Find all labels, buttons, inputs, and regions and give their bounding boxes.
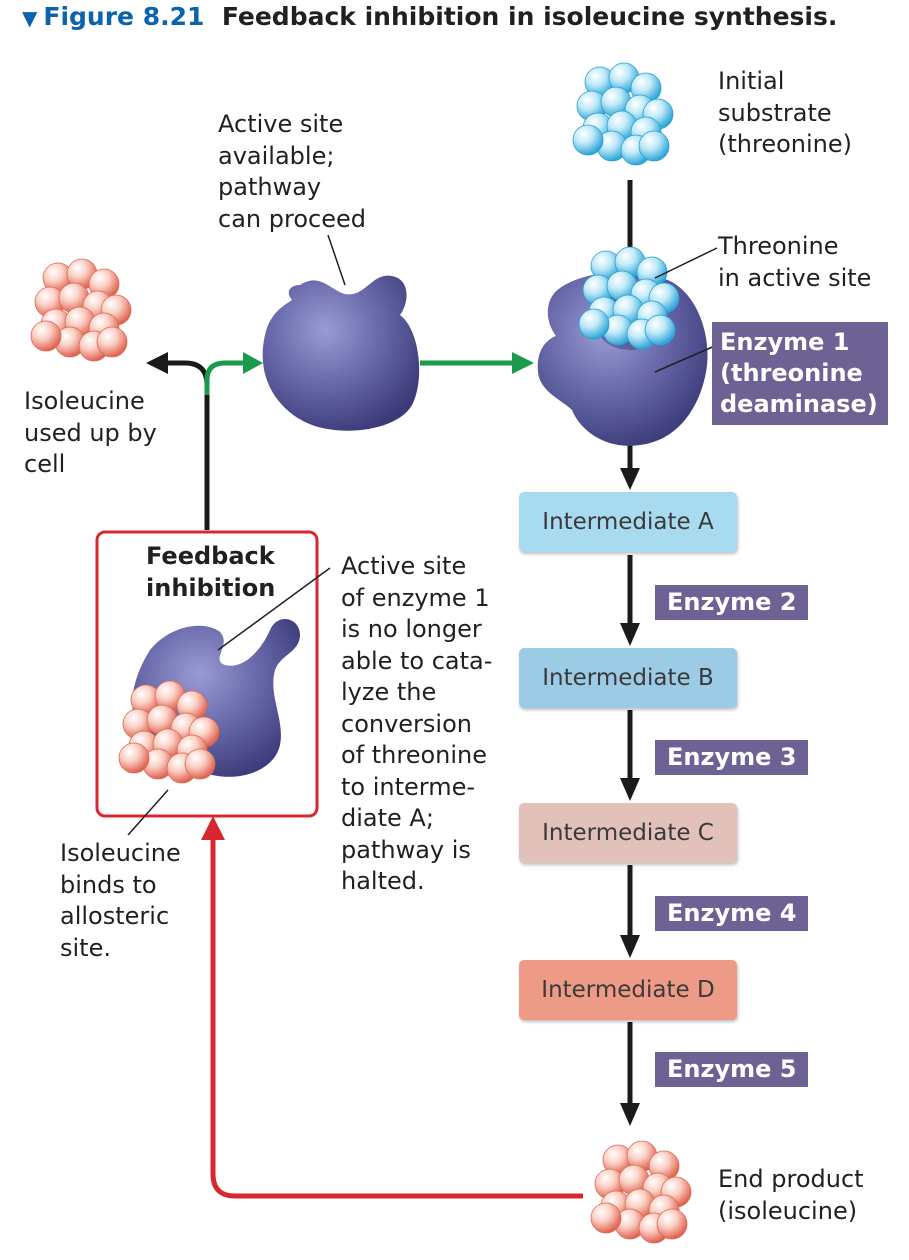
intermediate-d: Intermediate D (519, 960, 737, 1020)
isoleucine-used-label: Isoleucine used up by cell (24, 387, 157, 478)
enzyme-1-label: Enzyme 1 (threonine deaminase) (712, 322, 888, 425)
leader-lines (127, 234, 718, 836)
isoleucine-allosteric (118, 680, 220, 784)
enzyme-3-label: Enzyme 3 (655, 740, 809, 775)
atom-sphere (572, 124, 604, 156)
active-site-available-label: Active site available; pathway can proce… (218, 110, 366, 233)
threonine-initial (572, 62, 674, 166)
intermediate-b: Intermediate B (519, 648, 737, 708)
atom-sphere (118, 742, 150, 774)
figure-caption: Feedback inhibition in isoleucine synthe… (221, 2, 838, 31)
atom-sphere (30, 320, 62, 352)
figure-marker-icon: ▼ (22, 6, 38, 30)
pathway-arrows (620, 180, 640, 1126)
atom-sphere (96, 326, 128, 358)
isoleucine-end-product (590, 1140, 692, 1244)
green-arrows (204, 352, 534, 395)
threonine-bound (578, 246, 680, 350)
enzyme-free (262, 275, 420, 431)
atom-sphere (590, 1202, 622, 1234)
atom-sphere (656, 1208, 688, 1240)
feedback-inhibition-label: Feedback inhibition (146, 542, 276, 602)
atom-sphere (638, 130, 670, 162)
threonine-in-active-site-label: Threonine in active site (718, 232, 872, 292)
enzyme-5-label: Enzyme 5 (655, 1052, 809, 1087)
feedback-arrow (201, 816, 583, 1199)
enzyme-4-label: Enzyme 4 (655, 896, 809, 931)
initial-substrate-label: Initial substrate (threonine) (718, 67, 852, 158)
active-site-blocked-label: Active site of enzyme 1 is no longer abl… (341, 552, 493, 895)
end-product-label: End product (isoleucine) (718, 1165, 864, 1225)
intermediate-c: Intermediate C (519, 803, 737, 863)
atom-sphere (644, 314, 676, 346)
enzyme-2-label: Enzyme 2 (655, 585, 809, 620)
figure-title: ▼Figure 8.21 Feedback inhibition in isol… (22, 2, 837, 31)
atom-sphere (184, 748, 216, 780)
intermediate-a: Intermediate A (519, 492, 737, 552)
isoleucine-used (30, 258, 132, 362)
isoleucine-binds-label: Isoleucine binds to allosteric site. (60, 839, 181, 962)
feedback-inhibition-box (95, 530, 319, 818)
atom-sphere (578, 308, 610, 340)
figure-number: Figure 8.21 (43, 2, 205, 31)
